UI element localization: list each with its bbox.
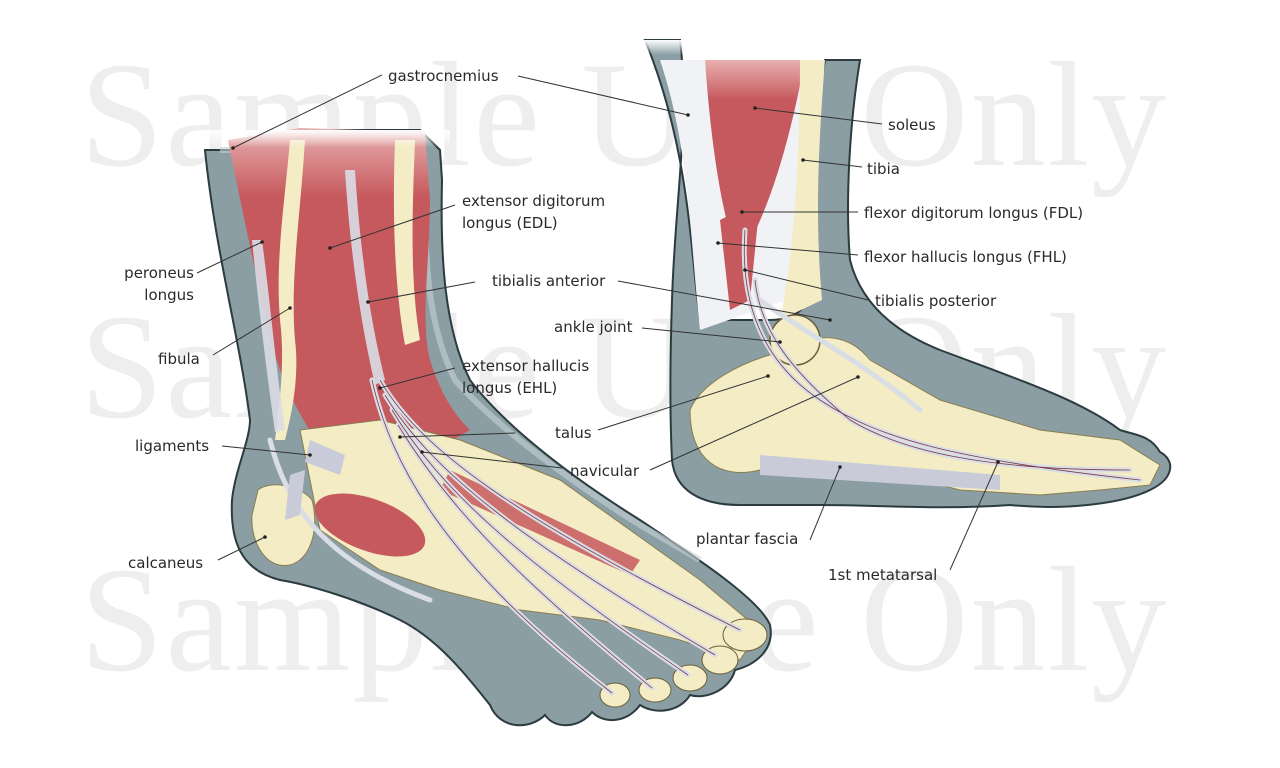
label-gastrocnemius: gastrocnemius <box>388 67 499 85</box>
label-calcaneus: calcaneus <box>128 554 204 572</box>
right-foot-bones <box>689 337 1161 496</box>
label-ankle-joint: ankle joint <box>554 318 633 336</box>
label-navicular: navicular <box>570 462 640 480</box>
leader-dots <box>231 106 1000 539</box>
label-tibialis-posterior: tibialis posterior <box>875 292 997 310</box>
label-edl-line2: longus (EDL) <box>462 214 558 232</box>
label-talus: talus <box>555 424 592 442</box>
label-edl: extensor digitorum longus (EDL) <box>462 190 605 234</box>
label-peroneus-line2: longus <box>144 286 194 304</box>
label-tibialis-anterior: tibialis anterior <box>492 272 606 290</box>
label-peroneus-line1: peroneus <box>124 264 194 282</box>
label-fibula: fibula <box>158 350 200 368</box>
label-ligaments: ligaments <box>135 437 210 455</box>
label-ehl: extensor hallucis longus (EHL) <box>462 355 589 399</box>
label-plantar-fascia: plantar fascia <box>696 530 799 548</box>
label-fhl: flexor hallucis longus (FHL) <box>864 248 1067 266</box>
right-foot-figure <box>640 39 1172 509</box>
left-foot-figure <box>203 128 772 727</box>
label-peroneus-longus: peroneus longus <box>110 262 194 306</box>
label-ehl-line1: extensor hallucis <box>462 357 590 375</box>
label-ehl-line2: longus (EHL) <box>462 379 558 397</box>
label-soleus: soleus <box>888 116 936 134</box>
label-fdl: flexor digitorum longus (FDL) <box>864 204 1084 222</box>
label-first-metatarsal: 1st metatarsal <box>828 566 938 584</box>
label-edl-line1: extensor digitorum <box>462 192 606 210</box>
label-tibia: tibia <box>867 160 900 178</box>
leader-lines <box>196 74 999 571</box>
